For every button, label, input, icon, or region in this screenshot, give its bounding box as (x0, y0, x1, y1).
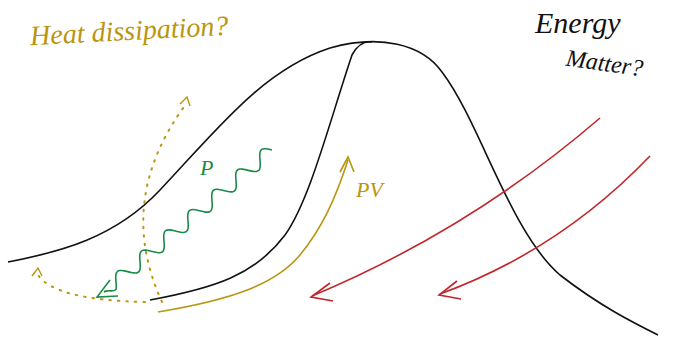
heat-arc (143, 104, 186, 302)
arrow-head (340, 157, 354, 172)
arrow-head (311, 283, 333, 301)
input-label: Energy (535, 6, 621, 39)
radiation-wave (104, 149, 272, 292)
work-label: PV (356, 178, 383, 202)
inflow-arrow (440, 156, 650, 294)
arrow-head (180, 97, 190, 106)
wave-label: P (200, 156, 213, 180)
arrow-head (439, 281, 461, 299)
arrow-head (97, 280, 118, 297)
inflow-arrow (312, 118, 600, 296)
arrow-head (32, 268, 42, 276)
heat-arc (38, 275, 145, 302)
note-text: Heat dissipation? (29, 11, 229, 52)
work-arrow (158, 160, 348, 312)
outer-curve (8, 42, 658, 335)
inner-curve (150, 42, 372, 300)
input-label: Matter? (565, 45, 645, 82)
